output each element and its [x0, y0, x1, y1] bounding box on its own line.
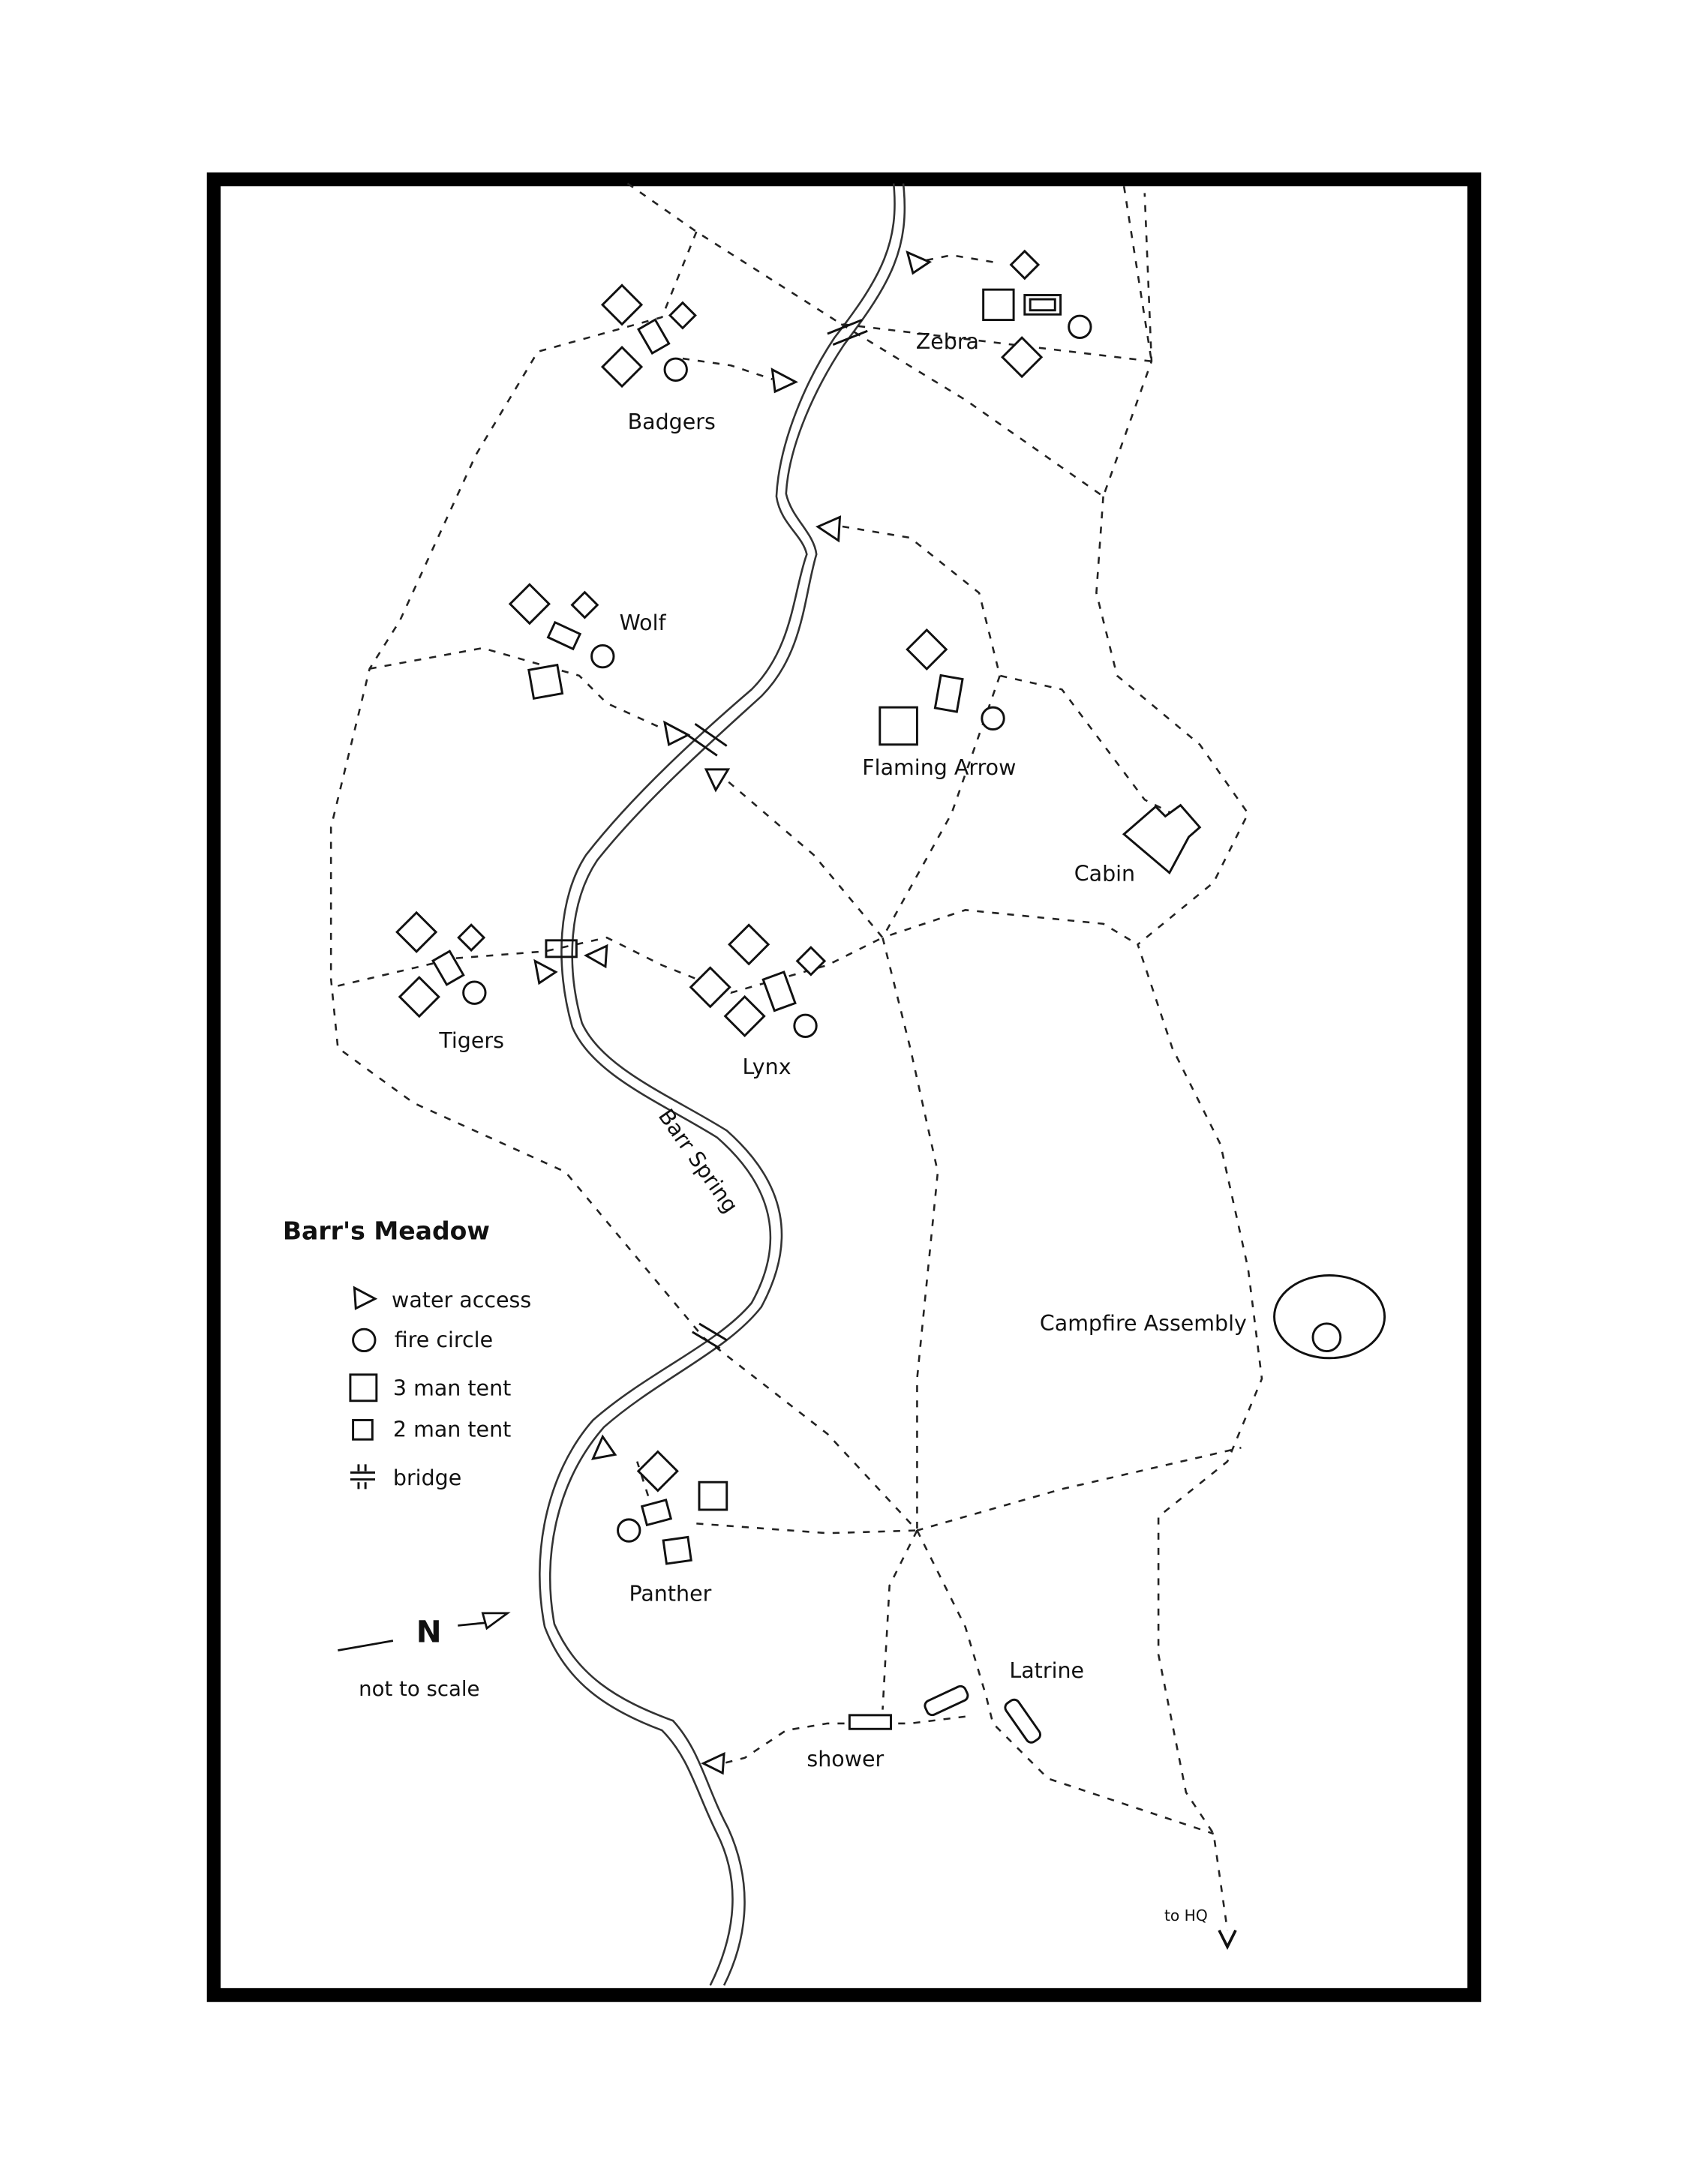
water-access-icon: [815, 515, 842, 543]
cabin-label: Cabin: [1074, 862, 1135, 886]
legend-two-man-tent: 2 man tent: [393, 1418, 511, 1442]
campfire-assembly-label: Campfire Assembly: [1040, 1311, 1247, 1336]
camp-label-flaming-arrow: Flaming Arrow: [862, 755, 1016, 780]
camp-label-tigers: Tigers: [438, 1028, 504, 1053]
map-frame: [206, 172, 1482, 2002]
campfire-assembly: Campfire Assembly: [1040, 1274, 1386, 1360]
legend-bridge: bridge: [393, 1466, 461, 1490]
latrine: Latrine: [924, 1658, 1084, 1744]
north-label: N: [416, 1613, 442, 1649]
camp-label-panther: Panther: [629, 1581, 711, 1606]
camp-label-wolf: Wolf: [620, 610, 667, 635]
water-access-icon: [701, 1751, 725, 1775]
camp-panther: Panther: [590, 1434, 728, 1606]
map-title: Barr's Meadow: [283, 1216, 490, 1246]
trails: [329, 182, 1263, 1950]
cabin-icon: [1122, 803, 1202, 875]
camp-wolf: Wolf: [508, 583, 691, 746]
bridge-icon: [545, 939, 578, 958]
legend-water-access: water access: [392, 1288, 531, 1312]
bridges: [684, 319, 868, 1350]
north-arrow-icon: [458, 1612, 511, 1630]
shower-label: shower: [806, 1747, 884, 1772]
scale-note: not to scale: [359, 1676, 479, 1701]
bridge-icon: [350, 1464, 375, 1490]
two-man-tent-icon: [352, 1419, 374, 1441]
water-access-icon: [533, 958, 558, 986]
camp-label-lynx: Lynx: [743, 1054, 791, 1079]
to-hq-arrow-icon: [1218, 1929, 1237, 1950]
water-access-icon: [906, 250, 933, 275]
bridge-icon: [684, 722, 728, 757]
compass: N not to scale: [338, 1612, 511, 1701]
fire-circle-icon: [352, 1328, 377, 1353]
legend: Barr's Meadow water access fire circle 3…: [283, 1216, 531, 1490]
cabin: Cabin: [1074, 803, 1202, 886]
water-access-icon: [590, 1434, 617, 1460]
water-access-icon: [663, 720, 691, 746]
bridge-icon: [692, 1322, 728, 1350]
camp-label-zebra: Zebra: [916, 329, 979, 354]
camp-flaming-arrow: Flaming Arrow: [704, 515, 1016, 793]
three-man-tent-icon: [349, 1373, 378, 1402]
water-access-icon: [770, 368, 798, 394]
water-access-icon: [353, 1286, 378, 1310]
shower: shower: [701, 1714, 892, 1775]
camp-badgers: Badgers: [600, 284, 798, 434]
legend-fire-circle: fire circle: [395, 1328, 493, 1352]
to-hq-label: to HQ: [1164, 1906, 1208, 1924]
camp-zebra: Zebra: [906, 249, 1092, 379]
legend-three-man-tent: 3 man tent: [393, 1376, 511, 1400]
latrine-label: Latrine: [1009, 1658, 1084, 1683]
camp-tigers: Tigers: [395, 910, 608, 1053]
bridge-icon: [827, 319, 868, 346]
camp-label-badgers: Badgers: [628, 410, 716, 434]
water-access-icon: [584, 944, 608, 969]
camp-lynx: Lynx: [689, 923, 827, 1079]
water-access-icon: [704, 768, 731, 793]
